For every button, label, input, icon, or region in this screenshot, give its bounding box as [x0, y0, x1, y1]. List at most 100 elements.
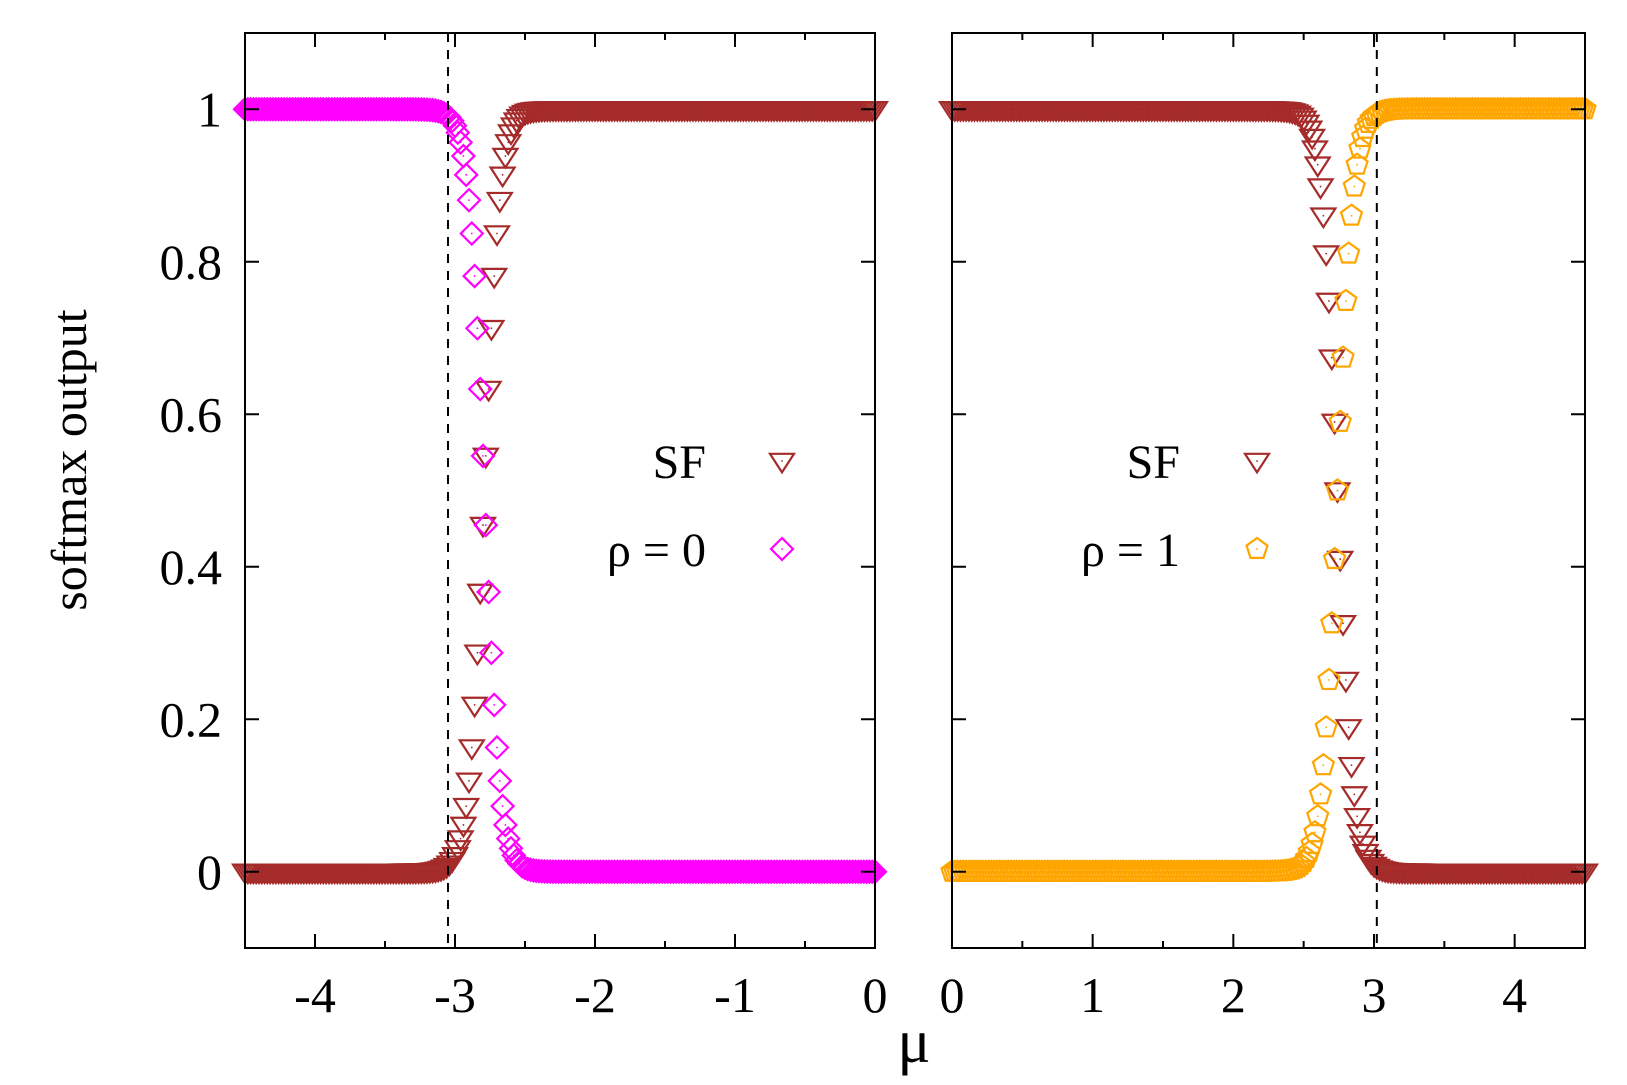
left-series-0-point	[474, 380, 503, 403]
legend-marker-glyph	[1245, 536, 1269, 559]
left-series-1-point	[487, 768, 513, 794]
x-tick-label: -1	[714, 967, 756, 1023]
left-plot-frame	[244, 32, 876, 949]
left-series-1-point	[501, 842, 527, 868]
legend-marker-glyph	[767, 452, 797, 475]
right-series-1-point	[1322, 546, 1347, 570]
left-series-1-point	[456, 187, 482, 213]
legend-right-rho1-marker	[1245, 536, 1269, 559]
right-series-1-point	[1325, 478, 1350, 501]
x-tick-label: -4	[294, 967, 336, 1023]
y-tick-label: 0.4	[160, 539, 223, 595]
legend-right-sf-label: SF	[1127, 436, 1180, 489]
right-series-1-point	[1345, 152, 1369, 175]
right-series-0-point	[1314, 292, 1344, 315]
y-tick-label: 0.2	[160, 691, 223, 747]
y-tick-label: 0.6	[160, 386, 223, 442]
left-series-1-point	[478, 640, 504, 666]
left-series-1-point	[467, 376, 493, 402]
legend-right-rho1-label: ρ = 1	[1081, 524, 1180, 577]
legend-left-rho0-marker	[769, 536, 795, 562]
left-ticks: -4 -3 -2 -1 0 0 0.2 0.4 0.6 0.8 1	[160, 33, 888, 1023]
right-series-0-point	[1340, 786, 1369, 808]
x-tick-label: 3	[1362, 967, 1387, 1023]
right-series-1-point	[1331, 345, 1355, 368]
left-series-1-point	[464, 315, 490, 341]
right-series-1-point	[1300, 831, 1324, 854]
right-series-1-point	[1328, 409, 1352, 432]
right-series-1-point	[1303, 819, 1327, 843]
left-series-1-point	[484, 734, 510, 761]
right-series-0-point	[1300, 140, 1329, 163]
right-series-1-point	[1348, 136, 1372, 159]
x-tick-label: 0	[863, 967, 888, 1023]
y-axis-label: softmax output	[41, 309, 97, 610]
left-legend: SF ρ = 0	[607, 436, 797, 577]
right-series-1-point	[1339, 203, 1364, 226]
left-series-0-point	[452, 797, 481, 820]
x-axis-label: μ	[897, 1008, 930, 1076]
x-tick-label: 2	[1221, 967, 1246, 1023]
x-tick-label: -2	[574, 967, 616, 1023]
legend-left-sf-label: SF	[653, 436, 706, 489]
right-series-1-point	[1308, 782, 1333, 805]
right-legend: SF ρ = 1	[1081, 436, 1272, 577]
legend-left-rho0-label: ρ = 0	[607, 524, 706, 577]
left-series-1-point	[459, 220, 485, 247]
left-series-0-point	[457, 739, 486, 761]
x-tick-label: 1	[1080, 967, 1105, 1023]
left-series-0-point	[460, 696, 489, 719]
left-series-0-point	[485, 191, 514, 214]
legend-marker-glyph	[1242, 452, 1272, 475]
right-series-1-point	[1320, 610, 1344, 634]
left-series-1-point	[473, 512, 499, 538]
left-series-1-point	[453, 162, 479, 188]
right-series-0-point	[1331, 671, 1360, 694]
right-series-1-point	[1305, 803, 1330, 827]
left-data-points	[230, 96, 890, 886]
left-series-1-point	[470, 443, 496, 469]
left-series-0-point	[491, 147, 520, 170]
x-tick-label: -3	[434, 967, 476, 1023]
right-series-1-point	[1286, 854, 1310, 878]
right-series-1-point	[1317, 667, 1341, 691]
left-series-1-point	[492, 812, 518, 838]
right-series-0-point	[1303, 156, 1332, 179]
right-series-0-point	[1345, 824, 1374, 846]
y-tick-label: 1	[197, 81, 222, 137]
right-series-1-point	[1336, 241, 1361, 264]
right-data-points	[937, 96, 1600, 886]
legend-right-sf-marker	[1242, 452, 1272, 475]
left-panel: -4 -3 -2 -1 0 0 0.2 0.4 0.6 0.8 1 SF ρ = 0 softmax…	[41, 32, 890, 1023]
right-series-0-point	[1312, 245, 1341, 268]
right-series-1-point	[1311, 752, 1336, 776]
y-tick-label: 0	[197, 844, 222, 900]
left-series-0-point	[488, 166, 517, 189]
legend-marker-glyph	[769, 536, 795, 562]
left-series-1-point	[490, 793, 516, 819]
left-series-1-point	[439, 108, 465, 134]
right-series-0-point	[1298, 128, 1327, 151]
right-series-1-point	[1342, 174, 1367, 197]
left-series-0-point	[449, 816, 478, 839]
right-series-1-point	[1334, 288, 1358, 311]
right-series-0-point	[1306, 178, 1335, 200]
left-series-1-point	[476, 579, 502, 605]
right-series-0-point	[1329, 615, 1358, 637]
left-series-0-point	[480, 267, 509, 290]
left-series-1-point	[481, 692, 507, 718]
left-series-0-point	[454, 772, 484, 795]
x-tick-label: 4	[1502, 967, 1527, 1023]
right-series-1-point	[1314, 715, 1338, 738]
left-series-1-point	[448, 129, 474, 155]
right-series-0-point	[1334, 719, 1363, 741]
right-series-0-point	[1337, 756, 1366, 779]
left-series-1-point	[462, 263, 488, 289]
left-series-0-point	[482, 225, 512, 247]
y-tick-label: 0.8	[160, 234, 223, 290]
right-plot-frame	[951, 32, 1586, 949]
right-series-0-point	[1317, 349, 1346, 372]
legend-left-sf-marker	[767, 452, 797, 475]
